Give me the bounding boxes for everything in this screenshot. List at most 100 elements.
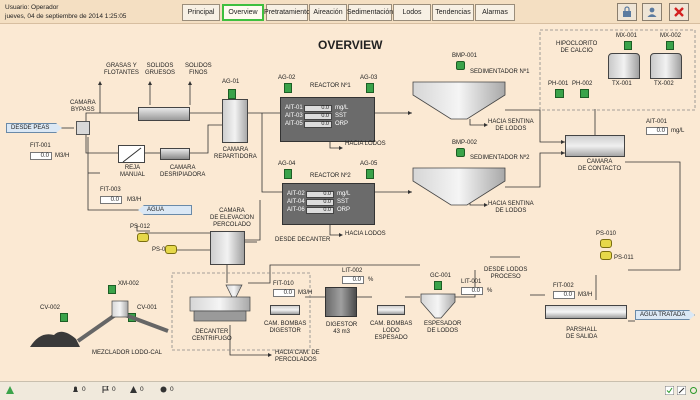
ag-04-tag: AG-04 — [278, 161, 296, 167]
ph-001-tag: PH-001 — [548, 81, 569, 87]
ps-010-pump-icon[interactable] — [600, 239, 612, 248]
reading-value: 0.0 — [304, 120, 332, 128]
camara-bypass — [76, 121, 90, 135]
cam-bombas-lodo — [377, 305, 405, 315]
tab-sedimentacion[interactable]: Sedimentación — [347, 4, 393, 21]
status-edit-icon[interactable] — [677, 386, 686, 395]
close-icon[interactable] — [669, 3, 689, 21]
status-bar: 0 0 0 0 — [0, 381, 700, 400]
reading-value: 0.0 — [304, 104, 332, 112]
xm-002-mixer-icon[interactable] — [108, 285, 116, 294]
camara-contacto-label: CAMARA DE CONTACTO — [578, 159, 622, 172]
camara-elevacion-label: CAMARA DE ELEVACION PERCOLADO — [210, 208, 254, 228]
status-info-count: 0 — [130, 386, 144, 393]
lit-002-value: 0.0 — [342, 276, 364, 284]
cv-002-tag: CV-002 — [40, 305, 61, 311]
lit-002-tag: LIT-002 — [342, 268, 363, 274]
fit-003-unit: M3/H — [127, 197, 142, 203]
espesador-label: ESPESADOR DE LODOS — [424, 321, 462, 334]
up-arrow-icon — [130, 386, 137, 393]
digestor — [325, 287, 357, 317]
cam-bombas-digestor-label: CAM. BOMBAS DIGESTOR — [264, 321, 307, 334]
status-warn-count: 0 — [102, 386, 116, 393]
ps-012-pump-icon[interactable] — [137, 233, 149, 242]
status-refresh-icon[interactable] — [689, 386, 698, 395]
sedimentador-1 — [412, 81, 506, 120]
status-event-count: 0 — [160, 386, 174, 393]
fit-010-tag: FIT-010 — [273, 281, 294, 287]
mx-002-mixer-icon[interactable] — [666, 41, 674, 50]
bmp-002-tag: BMP-002 — [452, 140, 478, 146]
ps-011-pump-icon[interactable] — [600, 251, 612, 260]
espesador — [420, 293, 456, 319]
connection-icon — [6, 386, 14, 394]
bell-icon — [73, 386, 78, 392]
reading-name: AIT-01 — [285, 105, 303, 111]
hacia-sentina-1: HACIA SENTINA DE LODOS — [488, 119, 534, 132]
reading-value: 0.0 — [306, 190, 334, 198]
lock-icon[interactable] — [617, 3, 637, 21]
ag-03-agitator-icon[interactable] — [366, 83, 374, 93]
bmp-002-pump-icon[interactable] — [456, 148, 465, 157]
tx-001-tank — [608, 53, 640, 79]
tab-alarmas[interactable]: Alarmas — [475, 4, 515, 21]
ag-01-agitator-icon[interactable] — [228, 89, 236, 99]
ag-03-tag: AG-03 — [360, 75, 378, 81]
camara-repartidora-label: CAMARA REPARTIDORA — [214, 147, 257, 160]
reading-value: 0.0 — [304, 112, 332, 120]
desde-peas-tag: DESDE PEAS — [6, 123, 62, 133]
bmp-001-pump-icon[interactable] — [456, 61, 465, 70]
fit-001-value: 0.0 — [30, 152, 52, 160]
gc-001-icon[interactable] — [434, 281, 442, 290]
reading-unit: SST — [337, 199, 349, 205]
sedimentador-2 — [412, 167, 506, 206]
tamiz-equipment — [138, 107, 190, 121]
ag-04-agitator-icon[interactable] — [284, 169, 292, 179]
ag-02-tag: AG-02 — [278, 75, 296, 81]
reactor-2-title: REACTOR Nº2 — [310, 173, 351, 179]
cv-001-tag: CV-001 — [137, 305, 158, 311]
ait-001-tag: AIT-001 — [646, 119, 668, 125]
xm-002-tag: XM-002 — [118, 281, 140, 287]
ag-05-agitator-icon[interactable] — [366, 169, 374, 179]
ait-001-unit: mg/L — [671, 128, 685, 134]
user-icon[interactable] — [642, 3, 662, 21]
mx-001-mixer-icon[interactable] — [624, 41, 632, 50]
ps-013-pump-icon[interactable] — [165, 245, 177, 254]
tab-overview[interactable]: Overview — [222, 4, 264, 21]
tab-lodos[interactable]: Lodos — [393, 4, 431, 21]
desde-decanter-label: DESDE DECANTER — [275, 237, 331, 243]
reading-name: AIT-06 — [287, 207, 305, 213]
reading-unit: ORP — [335, 121, 349, 127]
desde-lodos-label: DESDE LODOS PROCESO — [484, 267, 528, 280]
ps-012-tag: PS-012 — [130, 224, 151, 230]
camara-desripiadora — [160, 148, 190, 160]
ps-010-tag: PS-010 — [596, 231, 617, 237]
mezclador-label: MEZCLADOR LODO-CAL — [92, 350, 163, 356]
reading-unit: ORP — [337, 207, 351, 213]
digestor-label: DIGESTOR 43 m3 — [326, 322, 358, 335]
tab-pretratamiento[interactable]: Pretratamiento — [264, 4, 310, 21]
ag-02-agitator-icon[interactable] — [284, 83, 292, 93]
cam-bombas-lodo-label: CAM. BOMBAS LODO ESPESADO — [370, 321, 413, 341]
fit-001-tag: FIT-001 — [30, 143, 51, 149]
tab-tendencias[interactable]: Tendencias — [432, 4, 474, 21]
hipoclorito-label: HIPOCLORITO DE CALCIO — [556, 41, 598, 54]
bmp-001-tag: BMP-001 — [452, 53, 478, 59]
fit-002-value: 0.0 — [553, 291, 575, 299]
mx-002-tag: MX-002 — [660, 33, 682, 39]
status-check-icon[interactable] — [665, 386, 674, 395]
ph-002-pump-icon[interactable] — [580, 89, 589, 98]
cv-002-icon[interactable] — [60, 313, 68, 322]
decanter-centrifugo — [189, 284, 251, 322]
tx-001-tag: TX-001 — [612, 81, 632, 87]
solidos-finos-label: SOLIDOS FINOS — [185, 63, 212, 76]
reja-manual-label: REJA MANUAL — [120, 165, 146, 178]
ph-001-pump-icon[interactable] — [555, 89, 564, 98]
tab-aireacion[interactable]: Aireación — [309, 4, 347, 21]
tab-principal[interactable]: Principal — [182, 4, 220, 21]
